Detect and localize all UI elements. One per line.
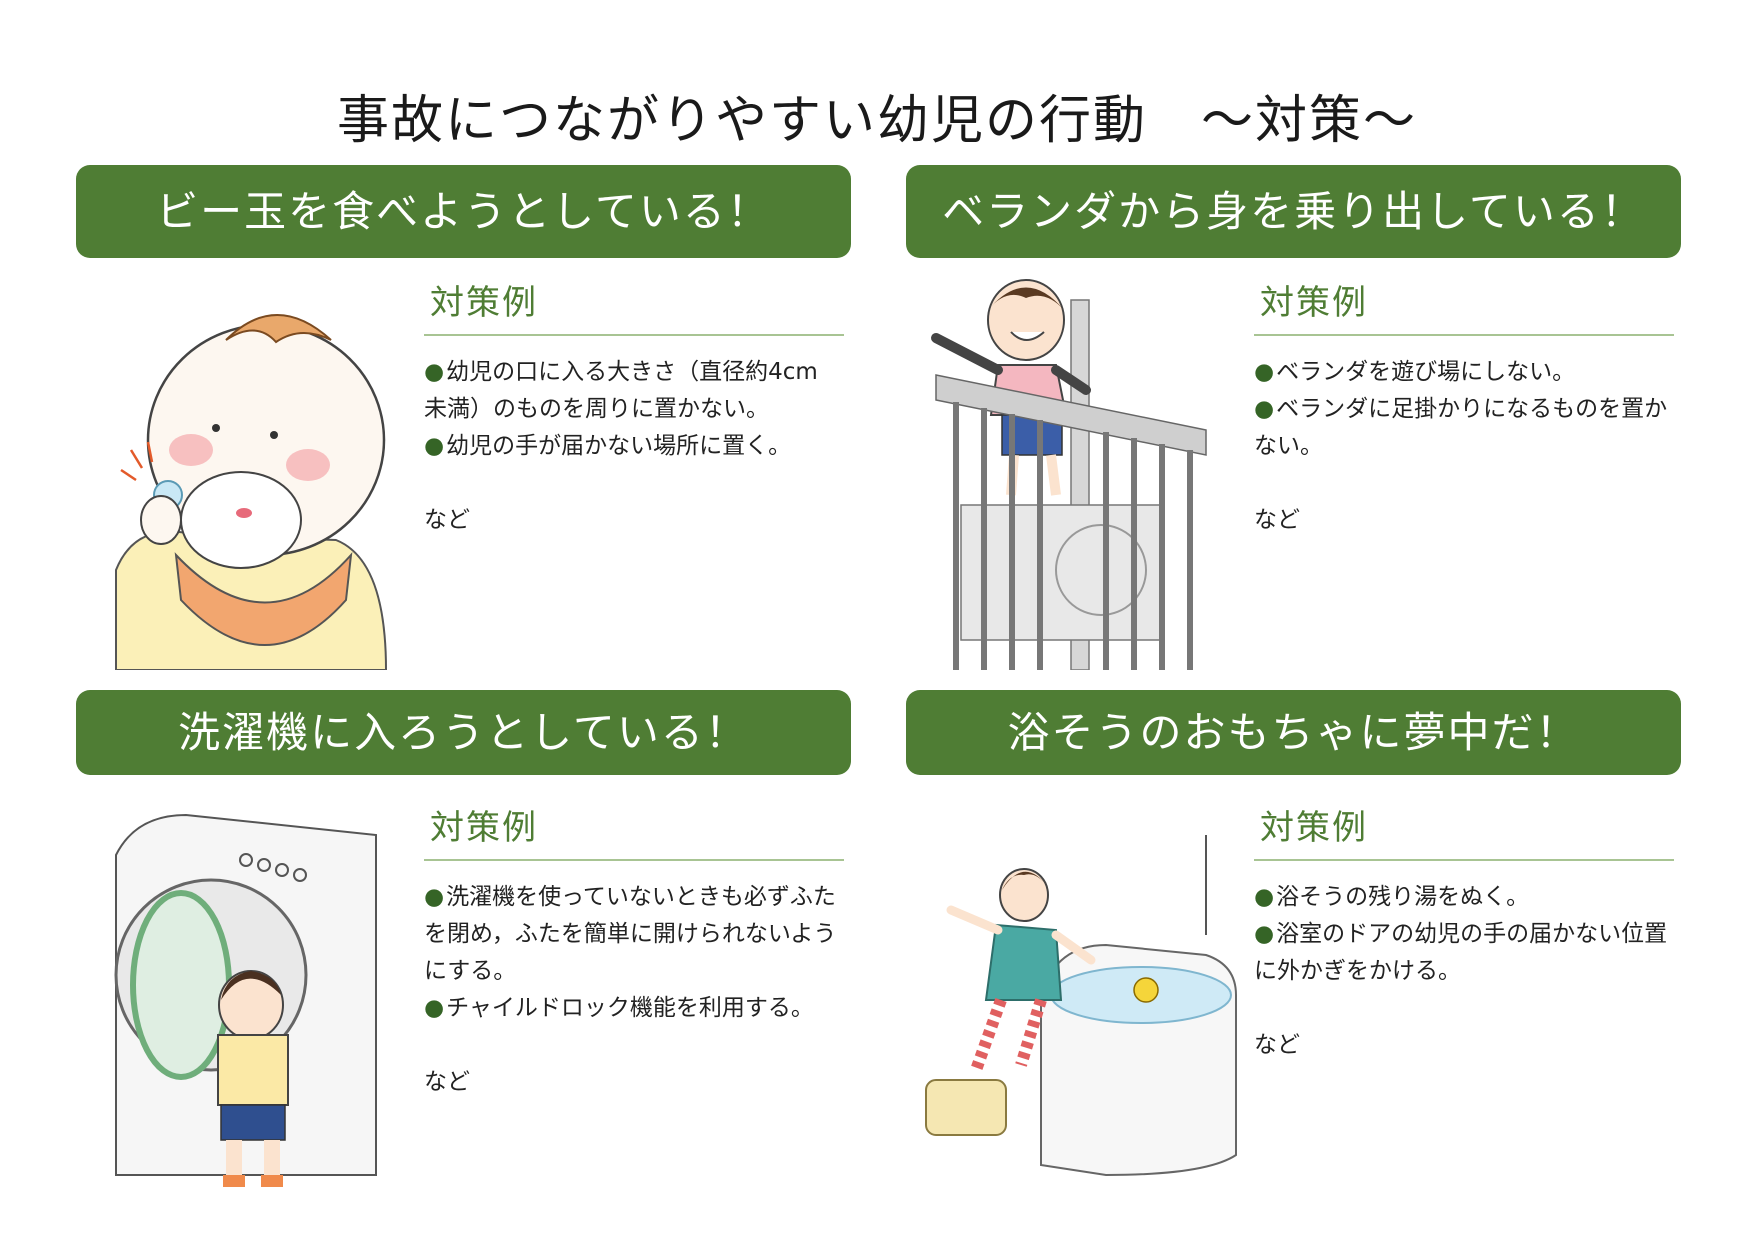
measure-list: ●浴そうの残り湯をぬく。 ●浴室のドアの幼児の手の届かない位置に外かぎをかける。 (1254, 879, 1674, 990)
measures-heading: 対策例 (424, 800, 844, 861)
measure-item: ●ベランダに足掛かりになるものを置かない。 (1254, 391, 1674, 465)
measures-block: 対策例 ●浴そうの残り湯をぬく。 ●浴室のドアの幼児の手の届かない位置に外かぎを… (1254, 800, 1674, 1064)
panel-banner: ベランダから身を乗り出している！ (906, 165, 1681, 258)
bullet-icon: ● (424, 995, 445, 1021)
measure-text: 洗濯機を使っていないときも必ずふたを閉め，ふたを簡単に開けられないようにする。 (424, 884, 837, 984)
measure-text: 幼児の口に入る大きさ（直径約4cm 未満）のものを周りに置かない。 (424, 359, 818, 422)
measures-heading: 対策例 (1254, 800, 1674, 861)
bullet-icon: ● (1254, 884, 1275, 910)
measure-item: ●浴室のドアの幼児の手の届かない位置に外かぎをかける。 (1254, 916, 1674, 990)
bullet-icon: ● (1254, 359, 1275, 385)
bullet-icon: ● (1254, 921, 1275, 947)
measure-text: ベランダを遊び場にしない。 (1276, 359, 1576, 385)
measure-list: ●幼児の口に入る大きさ（直径約4cm 未満）のものを周りに置かない。 ●幼児の手… (424, 354, 844, 465)
measures-heading: 対策例 (1254, 275, 1674, 336)
page-title: 事故につながりやすい幼児の行動 ～対策～ (336, 91, 1417, 151)
measure-item: ●チャイルドロック機能を利用する。 (424, 990, 844, 1027)
etc-text: など (424, 507, 470, 533)
measures-block: 対策例 ●ベランダを遊び場にしない。 ●ベランダに足掛かりになるものを置かない。… (1254, 275, 1674, 539)
child-balcony-illustration (906, 270, 1251, 671)
measure-item: ●浴そうの残り湯をぬく。 (1254, 879, 1674, 916)
bullet-icon: ● (1254, 396, 1275, 422)
measure-item: ●幼児の手が届かない場所に置く。 (424, 428, 844, 465)
measures-heading: 対策例 (424, 275, 844, 336)
measure-text: 幼児の手が届かない場所に置く。 (446, 433, 792, 459)
bullet-icon: ● (424, 884, 445, 910)
bullet-icon: ● (424, 433, 445, 459)
etc-text: など (1254, 507, 1300, 533)
measure-text: 浴室のドアの幼児の手の届かない位置に外かぎをかける。 (1254, 921, 1668, 984)
measure-text: チャイルドロック機能を利用する。 (446, 995, 814, 1021)
measures-block: 対策例 ●幼児の口に入る大きさ（直径約4cm 未満）のものを周りに置かない。 ●… (424, 275, 844, 539)
panel-banner: 浴そうのおもちゃに夢中だ！ (906, 690, 1681, 775)
panel-banner: 洗濯機に入ろうとしている！ (76, 690, 851, 775)
panel-bathtub: 浴そうのおもちゃに夢中だ！ 対策例 ●浴そうの残り湯をぬく。 ●浴室のドアの幼児… (906, 690, 1681, 1210)
measure-list: ●ベランダを遊び場にしない。 ●ベランダに足掛かりになるものを置かない。 (1254, 354, 1674, 465)
measure-item: ●幼児の口に入る大きさ（直径約4cm 未満）のものを周りに置かない。 (424, 354, 844, 428)
panel-banner: ビー玉を食べようとしている！ (76, 165, 851, 258)
bullet-icon: ● (424, 359, 445, 385)
panel-marble: ビー玉を食べようとしている！ 対策例 ●幼児の口に入る大きさ（直径約4cm 未満… (76, 165, 851, 685)
child-washing-machine-illustration (76, 795, 421, 1195)
child-bathtub-illustration (906, 795, 1251, 1195)
etc-text: など (424, 1069, 470, 1095)
baby-marble-illustration (76, 270, 421, 671)
panel-washing-machine: 洗濯機に入ろうとしている！ 対策例 ●洗濯機を使っていないときも必ずふたを閉め，… (76, 690, 851, 1210)
measure-text: ベランダに足掛かりになるものを置かない。 (1254, 396, 1668, 459)
measure-item: ●洗濯機を使っていないときも必ずふたを閉め，ふたを簡単に開けられないようにする。 (424, 879, 844, 990)
measure-list: ●洗濯機を使っていないときも必ずふたを閉め，ふたを簡単に開けられないようにする。… (424, 879, 844, 1027)
measure-text: 浴そうの残り湯をぬく。 (1276, 884, 1530, 910)
panel-balcony: ベランダから身を乗り出している！ 対策例 ●ベラン (906, 165, 1681, 685)
measures-block: 対策例 ●洗濯機を使っていないときも必ずふたを閉め，ふたを簡単に開けられないよう… (424, 800, 844, 1101)
etc-text: など (1254, 1032, 1300, 1058)
measure-item: ●ベランダを遊び場にしない。 (1254, 354, 1674, 391)
